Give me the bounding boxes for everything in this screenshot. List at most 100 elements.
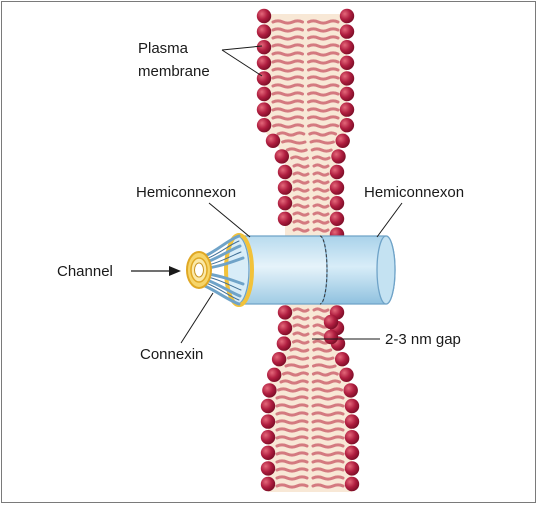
connexin-strand xyxy=(203,234,241,258)
channel-label: Channel xyxy=(57,263,113,280)
lipid-tail xyxy=(311,475,345,481)
lipid-tail xyxy=(292,187,310,193)
lipid-tails xyxy=(271,19,345,489)
lipid-tail xyxy=(271,107,304,113)
lipid-head xyxy=(335,352,350,367)
lipid-tail xyxy=(312,195,330,201)
lipid-tail xyxy=(307,83,340,89)
lipid-tail xyxy=(289,347,310,353)
lipid-tail xyxy=(271,91,304,97)
lipid-tail xyxy=(275,451,309,457)
lipid-head xyxy=(344,414,360,429)
lipid-tail xyxy=(279,379,309,385)
lipid-tail xyxy=(311,403,345,409)
lipid-head xyxy=(344,398,360,414)
lipid-tail xyxy=(312,339,330,345)
lipid-tail xyxy=(312,307,330,313)
lipid-tail xyxy=(292,323,310,329)
lipid-tail xyxy=(271,115,304,121)
lipid-tail xyxy=(310,147,333,153)
lipid-head xyxy=(339,118,355,133)
lipid-tail xyxy=(307,35,340,41)
connexin-strand xyxy=(203,284,241,306)
connexin-label: Connexin xyxy=(140,346,203,363)
lipid-head xyxy=(267,367,282,382)
lipid-tail xyxy=(311,419,345,425)
lipid-tail xyxy=(307,123,340,129)
lipid-tail xyxy=(311,379,341,385)
lipid-head xyxy=(323,329,339,345)
lipid-tail xyxy=(311,435,345,441)
lipid-tail xyxy=(309,139,335,145)
plasma-membrane-label-line1: Plasma xyxy=(138,40,189,57)
lipid-tail xyxy=(271,51,304,57)
lipid-head xyxy=(335,133,350,148)
left-hemiconnexon-body xyxy=(236,235,328,305)
lipid-head xyxy=(277,196,293,211)
lipid-head xyxy=(329,196,345,211)
lipid-tail xyxy=(307,115,340,121)
lipid-tail xyxy=(275,411,309,417)
lipid-head xyxy=(323,314,339,330)
lipid-tail xyxy=(311,467,345,473)
lipid-tail xyxy=(275,475,309,481)
lipid-tail xyxy=(291,339,310,345)
lipid-tail xyxy=(271,75,304,81)
channel-pore xyxy=(194,262,204,278)
lipid-tail xyxy=(271,67,304,73)
dashed-junction-line xyxy=(319,235,328,305)
lipid-tail xyxy=(292,315,310,321)
lipid-tail xyxy=(292,171,310,177)
lipid-tail xyxy=(307,27,340,33)
lipid-head xyxy=(339,86,355,102)
lipid-tail xyxy=(292,331,310,337)
lipid-tail xyxy=(275,403,309,409)
lipid-tail xyxy=(312,171,330,177)
hemiconnexon-right-leader xyxy=(376,202,403,238)
lipid-head xyxy=(274,149,289,164)
channel-opening xyxy=(186,251,212,289)
lipid-head xyxy=(276,336,292,351)
lipid-tail xyxy=(307,51,340,57)
lipid-head xyxy=(343,383,358,398)
lipid-tail xyxy=(311,395,345,401)
lipid-head xyxy=(256,24,272,39)
lipid-tail xyxy=(271,59,304,65)
lipid-tail xyxy=(311,387,344,393)
lipid-head xyxy=(344,430,360,445)
hemiconnexon-right-label: Hemiconnexon xyxy=(364,184,464,201)
lipid-head xyxy=(260,461,276,476)
lipid-tail xyxy=(311,427,345,433)
lipid-tail xyxy=(312,347,333,353)
gap-label: 2-3 nm gap xyxy=(385,331,461,348)
lipid-tail xyxy=(307,67,340,73)
lipid-tail xyxy=(282,371,309,377)
lipid-tail xyxy=(311,443,345,449)
lipid-head xyxy=(256,40,272,55)
lipid-tail xyxy=(275,419,309,425)
lipid-tail xyxy=(312,355,335,361)
connexin-leader xyxy=(180,292,214,344)
lipid-tail xyxy=(311,411,345,417)
plasma-leader-1 xyxy=(221,45,263,51)
lipid-head xyxy=(271,352,287,367)
lipid-tail xyxy=(307,43,340,49)
lipid-tail xyxy=(276,131,306,137)
lipid-tail xyxy=(312,363,337,369)
lipid-tail xyxy=(290,155,309,161)
right-hemiconnexon xyxy=(319,235,396,305)
lipid-tail xyxy=(308,131,338,137)
lipid-head xyxy=(339,8,355,24)
lipid-head xyxy=(339,24,355,39)
lipid-heads xyxy=(256,8,360,492)
lipid-tail xyxy=(275,467,309,473)
lipid-head xyxy=(339,55,355,70)
lipid-head xyxy=(329,164,345,180)
lipid-tail xyxy=(312,219,330,225)
lipid-tail xyxy=(277,387,309,393)
lipid-tail xyxy=(275,435,309,441)
connexin-strand-edge xyxy=(205,282,240,301)
lipid-tail xyxy=(275,483,309,489)
channel-arrow-head xyxy=(169,266,181,276)
